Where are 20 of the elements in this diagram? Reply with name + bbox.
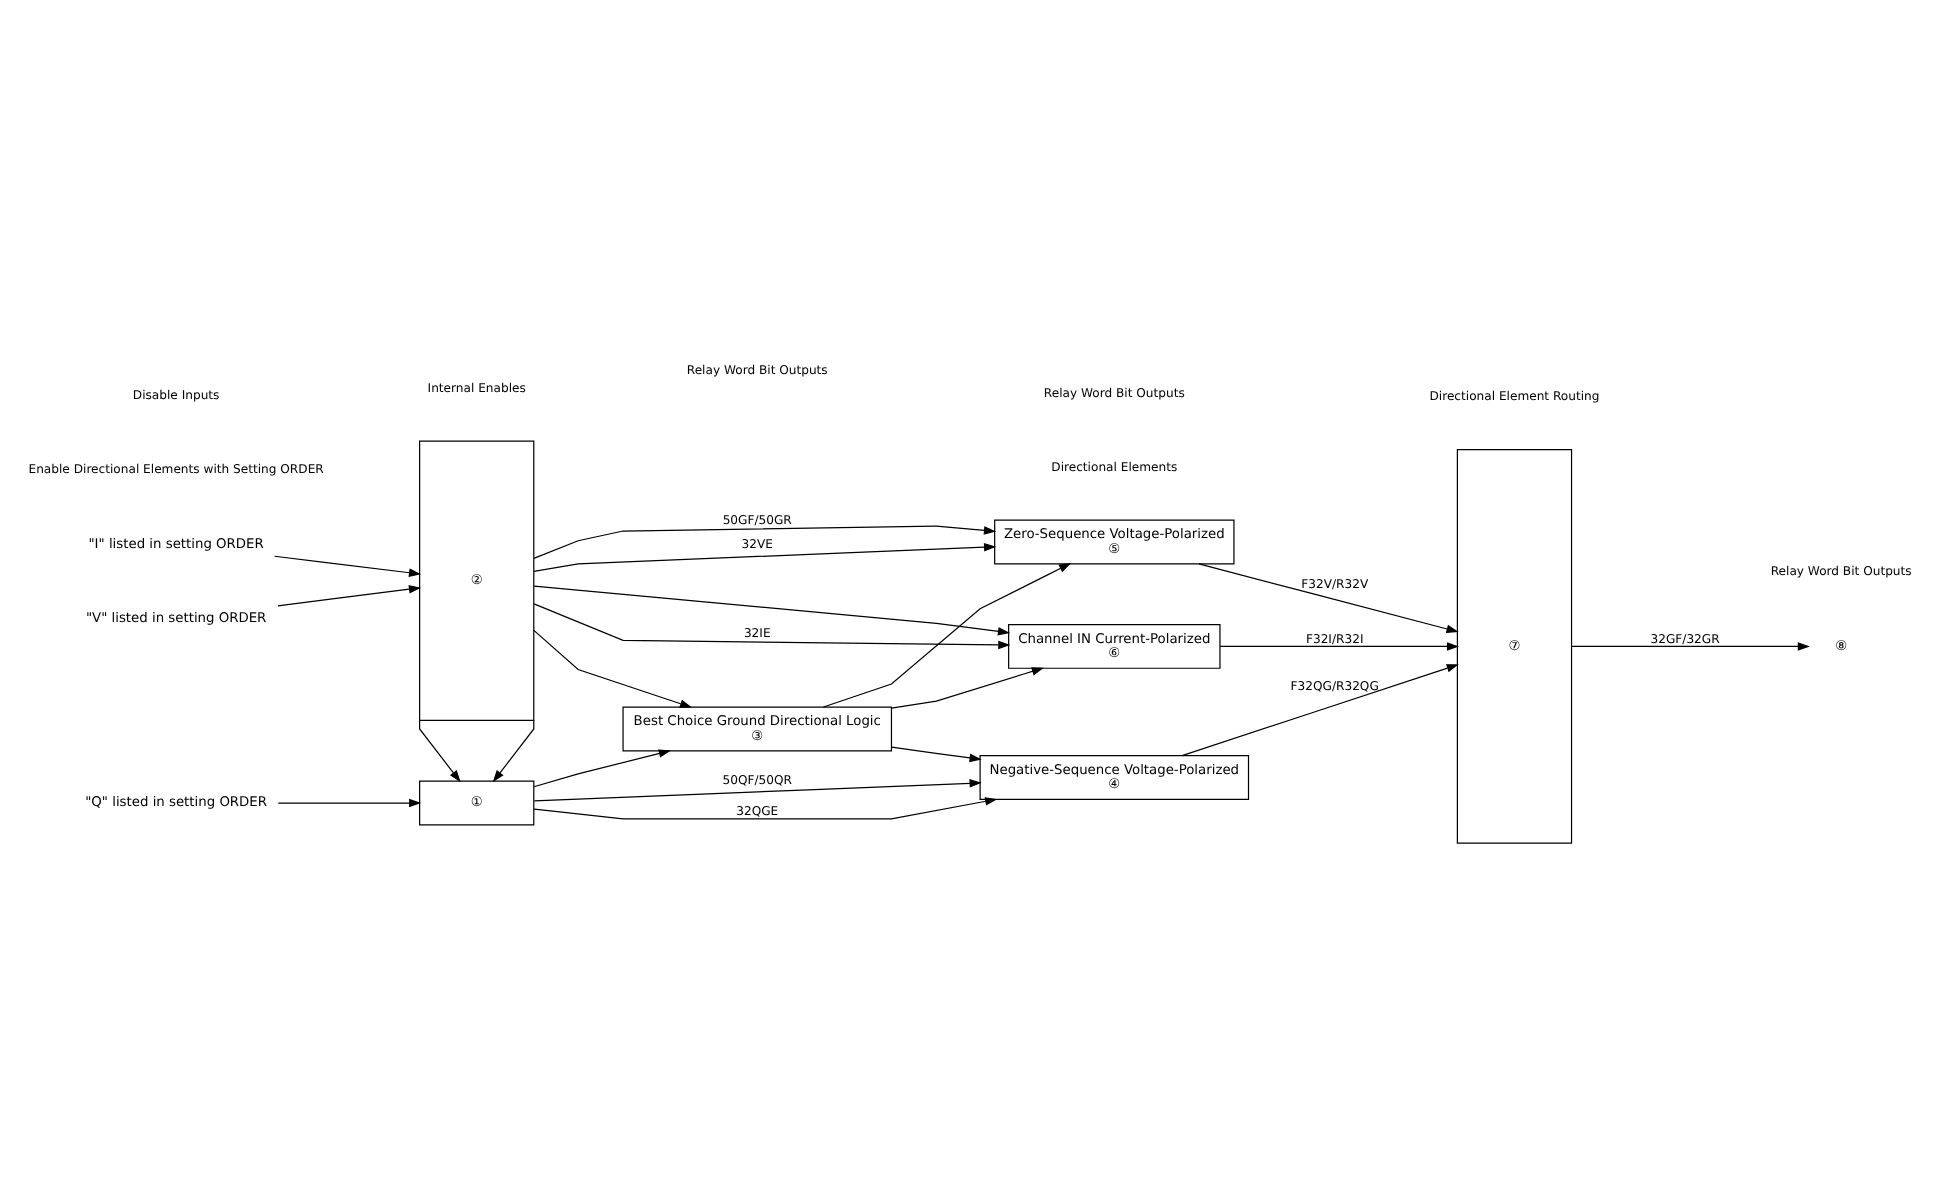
arrow xyxy=(1181,664,1459,757)
arrow xyxy=(822,563,1072,708)
arrow xyxy=(533,749,671,788)
arrow xyxy=(533,603,1011,650)
arrow xyxy=(890,667,1044,709)
arrow xyxy=(273,555,422,577)
arrow xyxy=(890,746,982,763)
arrow xyxy=(492,719,535,783)
arrow xyxy=(533,525,997,560)
arrow xyxy=(1219,642,1460,651)
arrow xyxy=(277,798,422,808)
arrow xyxy=(533,542,997,572)
arrow xyxy=(533,585,1011,636)
arrow xyxy=(533,797,998,820)
arrow xyxy=(533,629,693,708)
arrow xyxy=(533,779,982,802)
arrow xyxy=(419,719,461,783)
arrow xyxy=(277,585,422,607)
arrow xyxy=(1198,563,1459,634)
arrow xyxy=(1571,642,1810,651)
